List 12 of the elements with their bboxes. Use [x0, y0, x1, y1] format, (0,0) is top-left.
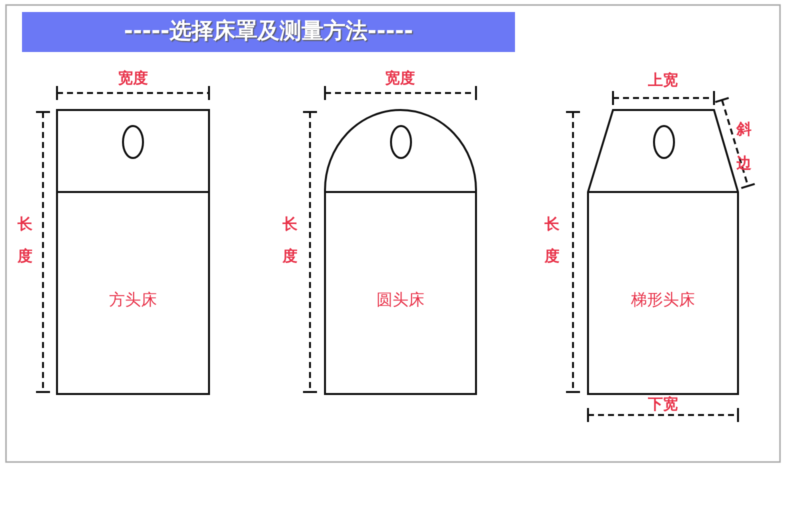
dimension-label: 斜边 — [736, 119, 752, 174]
dimension-label: 宽度 — [117, 69, 149, 88]
dimension-label: 长度 — [282, 214, 298, 267]
dimension-label: 宽度 — [384, 69, 416, 88]
bed-label: 方头床 — [108, 290, 158, 311]
bed-label: 梯形头床 — [630, 290, 696, 311]
dimension-label: 长度 — [544, 214, 560, 267]
title-banner: -----选择床罩及测量方法----- — [22, 12, 515, 52]
bed-label: 圆头床 — [376, 290, 426, 311]
dimension-label: 下宽 — [647, 395, 679, 414]
dimension-label: 长度 — [17, 214, 33, 267]
dimension-label: 上宽 — [647, 71, 679, 90]
